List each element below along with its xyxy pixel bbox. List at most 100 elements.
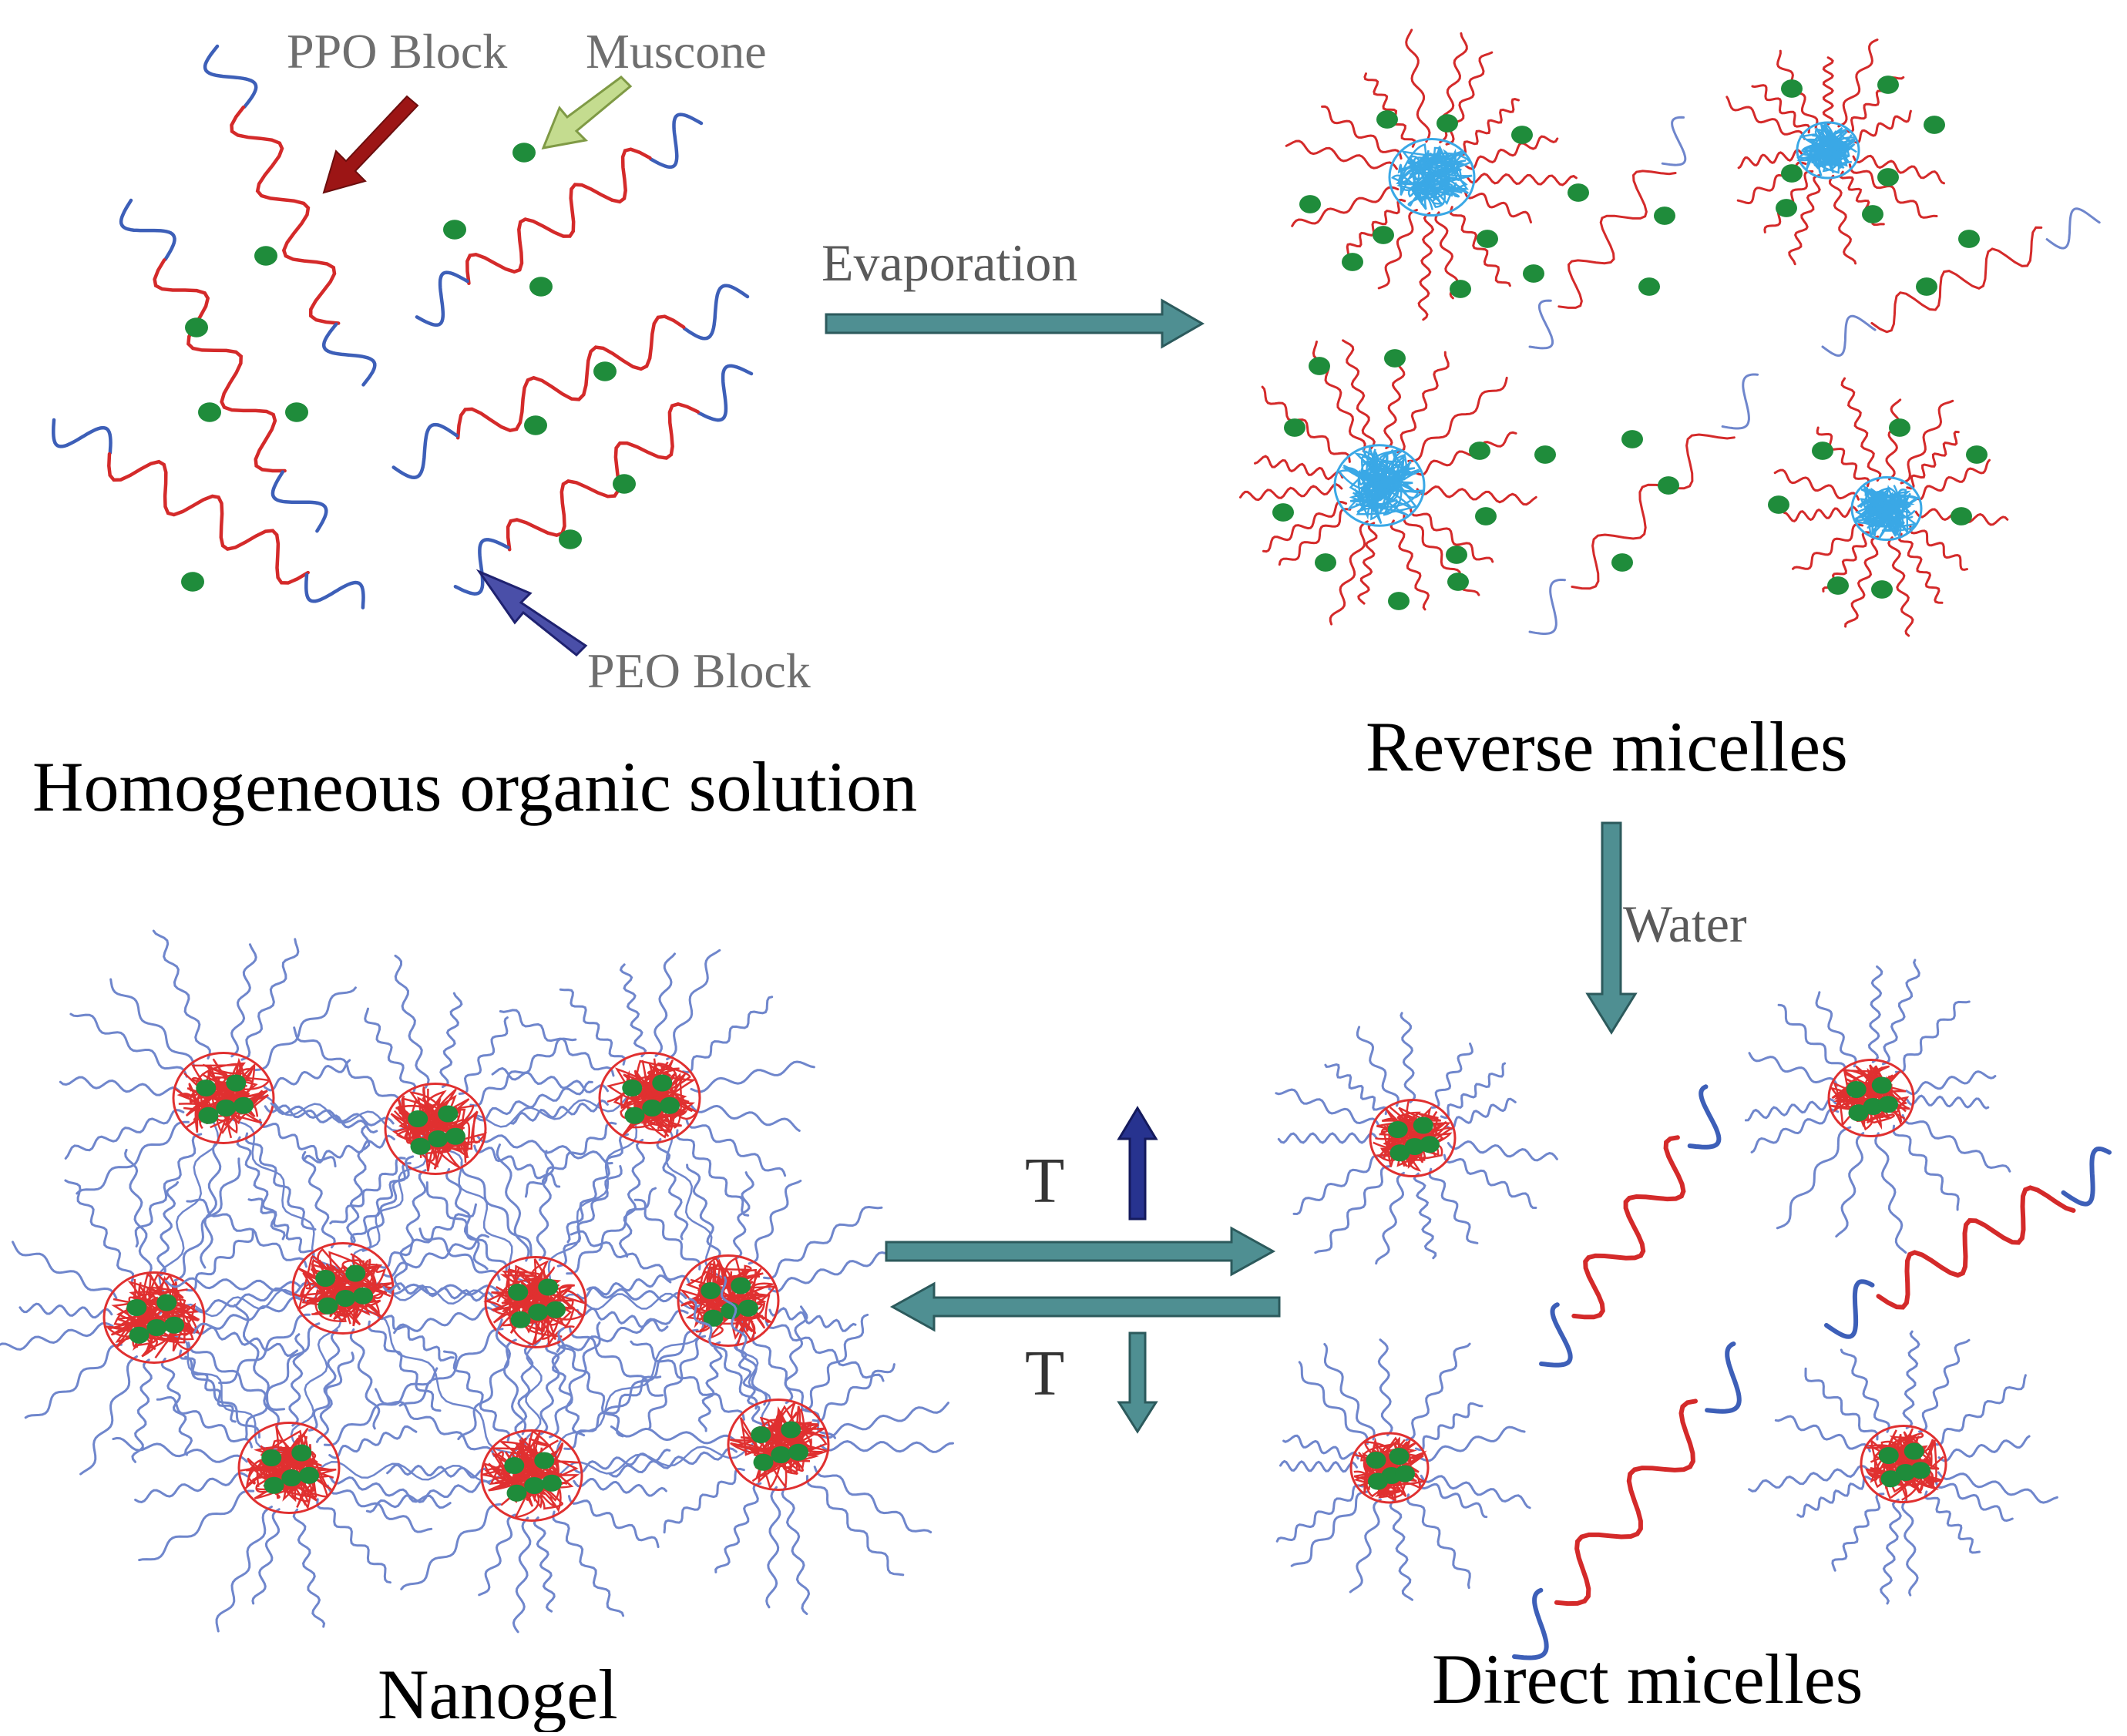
micelle-arm xyxy=(1417,212,1435,321)
micelle-arm xyxy=(398,1328,504,1407)
micelle-arm xyxy=(326,1484,433,1533)
micelle-arm xyxy=(1840,1348,1890,1433)
muscone-dot xyxy=(1446,546,1467,564)
peo-segment xyxy=(1512,1587,1549,1660)
micelle-arm xyxy=(445,1167,489,1271)
reverse-micelles-panel xyxy=(1239,29,2101,637)
muscone-dot xyxy=(428,1130,449,1148)
micelle-arm xyxy=(240,938,300,1061)
micelle-arm xyxy=(1804,1367,1879,1441)
copolymer-chain xyxy=(1528,373,1759,635)
muscone-dot xyxy=(1878,1446,1899,1465)
muscone-dot xyxy=(559,529,582,549)
micelle-arm xyxy=(1898,532,1944,604)
muscone-dot xyxy=(198,402,221,422)
muscone-dot xyxy=(1924,116,1945,134)
micelle-arm xyxy=(245,1322,321,1439)
ppo-segment xyxy=(506,402,700,552)
muscone-dot xyxy=(1781,79,1803,98)
micelle-arm xyxy=(1406,1493,1471,1590)
micelle-arm xyxy=(194,1326,298,1358)
micelle-arm xyxy=(549,1321,601,1439)
ppo-segment xyxy=(230,105,341,325)
peo-segment xyxy=(2061,1146,2112,1207)
micelle-arm xyxy=(675,1129,750,1217)
micelle-core xyxy=(1333,444,1426,527)
micelle-arm xyxy=(1463,190,1532,223)
muscone-dot xyxy=(1272,503,1294,522)
micelle-arm xyxy=(173,1157,241,1282)
muscone-dot xyxy=(510,1311,531,1328)
peo-segment xyxy=(52,418,113,455)
micelle-arm xyxy=(806,1475,905,1577)
micelle-arm xyxy=(1357,522,1378,605)
micelle-arm xyxy=(59,1076,183,1096)
micelle-arm xyxy=(24,1343,123,1419)
muscone-dot xyxy=(445,1127,465,1145)
peo-segment xyxy=(1687,1084,1722,1150)
micelle-arm xyxy=(259,1118,337,1168)
nanogel-panel xyxy=(0,929,954,1634)
micelle-arm xyxy=(301,1150,336,1249)
forward-equilibrium-arrow[interactable] xyxy=(885,1226,1276,1277)
peo-segment xyxy=(270,470,328,533)
muscone-dot xyxy=(642,1099,663,1117)
micelle-arm xyxy=(1909,525,1968,571)
muscone-dot xyxy=(593,361,617,381)
micelle-arm xyxy=(418,1227,501,1281)
micelle-arm xyxy=(185,1229,254,1292)
micelle-arm xyxy=(1924,1490,1981,1554)
micelle-arm xyxy=(218,1313,311,1385)
ppo-segment xyxy=(1571,433,1736,590)
micelle-arm xyxy=(559,988,626,1066)
micelle-arm xyxy=(186,1198,307,1268)
peo-segment xyxy=(1824,1279,1875,1339)
muscone-dot xyxy=(1534,445,1556,464)
micelle-core xyxy=(727,1399,831,1491)
micelle-arm xyxy=(361,1155,415,1252)
muscone-dot xyxy=(1654,207,1675,225)
muscone-dot xyxy=(181,572,204,592)
micelle-arm xyxy=(1777,1003,1847,1074)
network-link xyxy=(221,1097,345,1289)
micelle-arm xyxy=(1254,455,1344,481)
micelle-arm xyxy=(1867,965,1883,1063)
muscone-dot xyxy=(660,1096,680,1114)
micelle-arm xyxy=(1400,1012,1416,1103)
micelle-arm xyxy=(194,1279,332,1314)
core-outline xyxy=(480,1429,583,1522)
micelle-arm xyxy=(375,1388,496,1457)
micelle-arm xyxy=(1413,431,1517,476)
micelle-arm xyxy=(1389,519,1430,611)
micelle-arm xyxy=(365,1479,492,1513)
muscone-dot xyxy=(291,1444,312,1462)
muscone-dot xyxy=(1848,1104,1869,1122)
peo-segment xyxy=(453,538,510,596)
micelle xyxy=(164,1125,499,1443)
reverse-equilibrium-arrow[interactable] xyxy=(889,1281,1281,1332)
micelle-arm xyxy=(1285,139,1398,170)
micelle xyxy=(365,1318,671,1634)
micelle-arm xyxy=(734,1341,765,1432)
muscone-dot xyxy=(264,1476,284,1494)
micelle-arm xyxy=(1788,173,1821,266)
micelle-arm xyxy=(382,1282,495,1302)
muscone-dot xyxy=(1621,430,1643,448)
muscone-dot xyxy=(299,1466,319,1484)
micelle-arm xyxy=(732,1171,754,1261)
micelle xyxy=(1773,377,2009,637)
micelle-arm xyxy=(131,1358,153,1463)
micelle-arm xyxy=(748,1180,802,1265)
muscone-dot xyxy=(546,1301,566,1318)
micelle-arm xyxy=(1840,377,1882,482)
muscone-dot xyxy=(129,1326,150,1344)
micelle-arm xyxy=(200,1139,222,1269)
micelle-arm xyxy=(264,1059,351,1092)
micelle-arm xyxy=(1783,505,1859,523)
muscone-dot xyxy=(506,1484,527,1502)
micelle-arm xyxy=(763,1205,883,1280)
micelle-arm xyxy=(247,1197,315,1260)
micelle-arm xyxy=(570,1230,691,1285)
evaporation-arrow xyxy=(825,298,1205,349)
core-strand xyxy=(1342,448,1405,513)
